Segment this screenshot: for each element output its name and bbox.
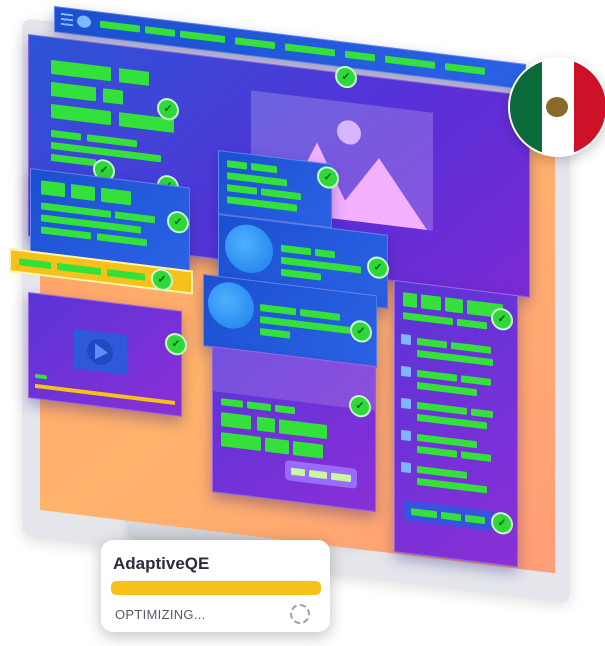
checkbox[interactable] [401, 461, 411, 474]
form-panel: ✓ [212, 346, 376, 513]
checkbox[interactable] [401, 365, 411, 378]
play-icon[interactable] [73, 328, 127, 376]
coat-of-arms-icon [546, 97, 568, 117]
user-icon[interactable] [77, 14, 91, 29]
progress-bar [111, 581, 321, 595]
status-card: AdaptiveQE OPTIMIZING... [101, 540, 330, 632]
card-title: AdaptiveQE [113, 554, 210, 573]
checklist-button[interactable] [403, 500, 493, 532]
check-icon: ✓ [491, 510, 513, 536]
menu-icon[interactable] [61, 12, 73, 27]
checkbox[interactable] [401, 429, 411, 442]
spinner-icon [290, 604, 310, 624]
video-panel: ✓ [28, 292, 187, 417]
mexico-flag-icon [508, 57, 605, 157]
progress-bar-fill [111, 581, 321, 595]
status-text: OPTIMIZING... [115, 607, 206, 622]
checklist-panel: ✓ ✓ [394, 280, 518, 568]
check-icon: ✓ [367, 255, 389, 280]
checkbox[interactable] [401, 397, 411, 410]
check-icon: ✓ [151, 267, 173, 293]
avatar [225, 221, 273, 276]
check-icon: ✓ [491, 306, 513, 332]
avatar [208, 279, 254, 332]
submit-button[interactable] [285, 459, 357, 489]
checkbox[interactable] [401, 333, 411, 346]
check-icon: ✓ [167, 209, 189, 235]
check-icon: ✓ [350, 319, 372, 344]
